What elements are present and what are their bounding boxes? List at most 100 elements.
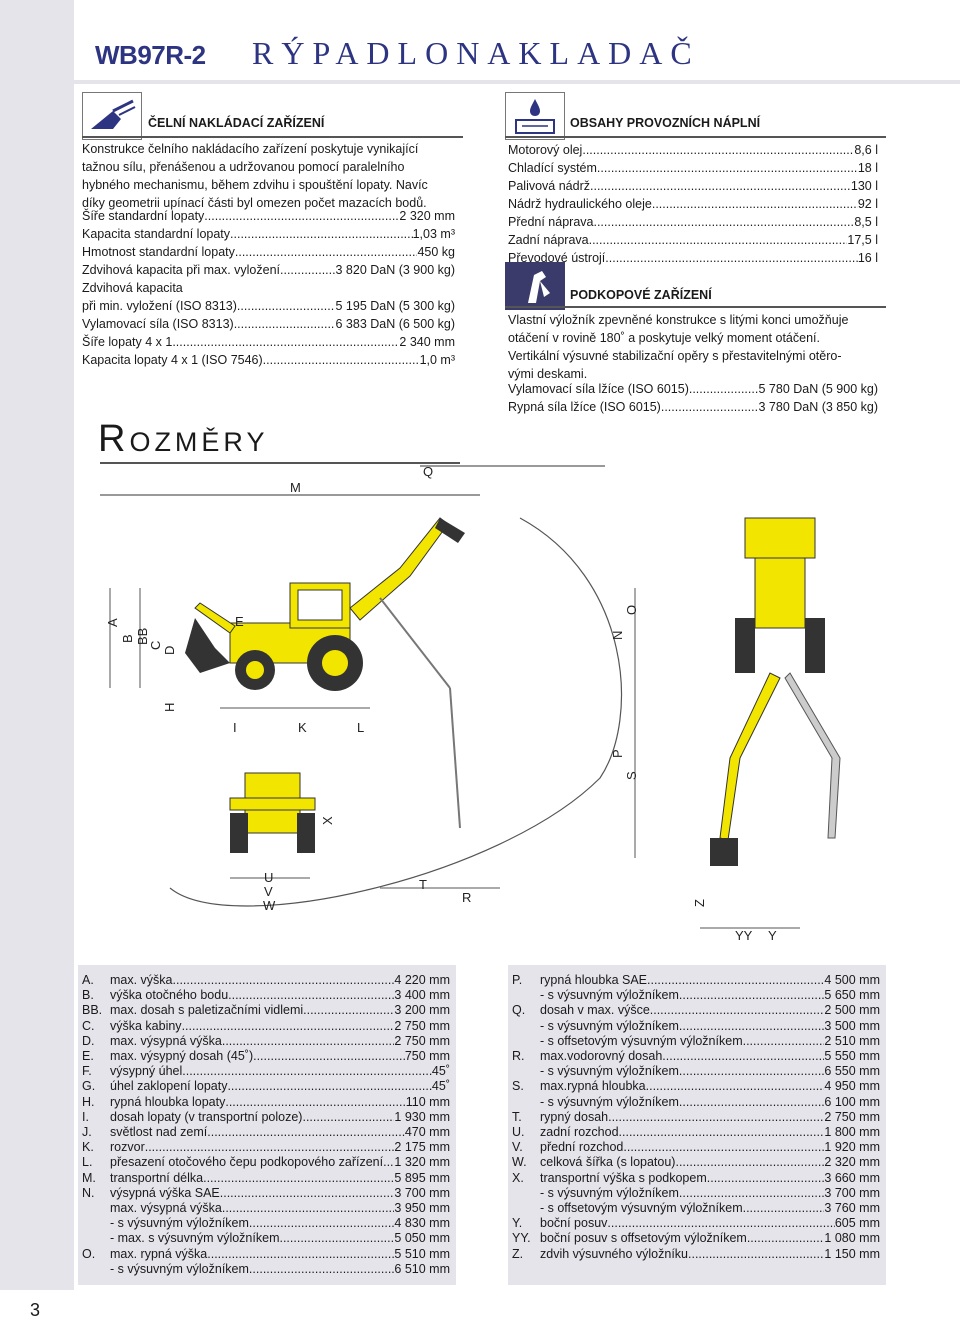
dim-row: D.max. výsypná výška2 750 mm — [82, 1034, 450, 1049]
diagram-label-y: Y — [768, 928, 777, 943]
diagram-label-k: K — [298, 720, 307, 735]
diagram-label-l: L — [357, 720, 365, 735]
fluids-rule — [505, 136, 886, 138]
dim-label: světlost nad zemí — [110, 1125, 208, 1140]
dim-value: 3 760 mm — [824, 1201, 880, 1216]
diagram-label-b: B — [120, 634, 135, 643]
backhoe-arm-icon — [505, 262, 565, 310]
spec-value: 5 780 DaN (5 900 kg) — [758, 382, 878, 396]
dim-label: výsypný úhel — [110, 1064, 183, 1079]
dim-row: Z.zdvih výsuvného výložníku1 150 mm — [512, 1247, 880, 1262]
dim-code: Q. — [512, 1003, 526, 1018]
dim-value: 5 895 mm — [394, 1170, 450, 1185]
dim-value: 605 mm — [834, 1216, 880, 1231]
dimensions-rule — [100, 462, 460, 464]
dim-label: zdvih výsuvného výložníku — [540, 1246, 688, 1261]
spec-label: při min. vyložení (ISO 8313) — [82, 299, 237, 313]
spec-row: Zadní náprava17,5 l — [508, 231, 878, 249]
dim-code — [82, 1262, 110, 1277]
dim-row: L.přesazení otočového čepu podkopového z… — [82, 1155, 450, 1170]
dim-label: výška otočného bodu — [110, 988, 229, 1003]
dim-label: rypná hloubka SAE — [540, 973, 648, 987]
backhoe-para-line: vými deskami. — [508, 367, 588, 381]
spec-row: Kapacita lopaty 4 x 1 (ISO 7546)1,0 m³ — [82, 351, 455, 369]
dim-row: A.max. výška4 220 mm — [82, 973, 450, 988]
spec-value: 130 l — [850, 179, 878, 193]
dim-value: 470 mm — [404, 1125, 450, 1140]
loader-heading: ČELNÍ NAKLÁDACÍ ZAŘÍZENÍ — [148, 116, 325, 130]
diagram-label-d: D — [162, 645, 177, 655]
dim-code: D. — [82, 1033, 95, 1048]
dim-row: E.max. výsypný dosah (45˚)750 mm — [82, 1049, 450, 1064]
backhoe-paragraph: Vlastní výložník zpevněné konstrukce s l… — [508, 311, 888, 383]
header-rule — [74, 80, 960, 84]
dim-label: dosah lopaty (v transportní poloze) — [110, 1109, 303, 1124]
dim-label: max. výsypná výška — [110, 1201, 222, 1216]
dim-value: 3 700 mm — [394, 1185, 450, 1200]
spec-row: Kapacita standardní lopaty1,03 m³ — [82, 225, 455, 243]
backhoe-para-line: otáčení v rovině 180˚ a poskytuje velký … — [508, 331, 820, 345]
spec-value: 1,03 m³ — [412, 227, 455, 241]
dim-label: - s výsuvným výložníkem — [110, 1261, 249, 1276]
spec-label: Nádrž hydraulického oleje — [508, 197, 652, 211]
dim-row: P.rypná hloubka SAE4 500 mm — [512, 973, 880, 988]
dim-row: J.světlost nad zemí470 mm — [82, 1125, 450, 1140]
dim-label: - s výsuvným výložníkem — [540, 1094, 679, 1109]
dim-row: BB.max. dosah s paletizačními vidlemi3 2… — [82, 1003, 450, 1018]
dim-label: max.vodorovný dosah — [540, 1049, 663, 1064]
dim-value: 45˚ — [431, 1079, 450, 1094]
dim-row: - s offsetovým výsuvným výložníkem 3 760 … — [512, 1201, 880, 1216]
spec-value: 18 l — [857, 161, 878, 175]
diagram-label-yy: YY — [735, 928, 753, 943]
dim-row: V.přední rozchod1 920 mm — [512, 1140, 880, 1155]
page-title: RÝPADLONAKLADAČ — [252, 35, 700, 71]
spec-row: Zdvihová kapacita při max. vyložení3 820… — [82, 261, 455, 279]
spec-value: 2 320 mm — [399, 209, 455, 223]
dim-code: S. — [512, 1079, 524, 1094]
dim-code: M. — [82, 1170, 96, 1185]
spec-row: Hmotnost standardní lopaty450 kg — [82, 243, 455, 261]
dim-value: 5 650 mm — [824, 988, 880, 1003]
spec-value: 8,5 l — [854, 215, 878, 229]
diagram-label-c: C — [148, 640, 163, 650]
diagram-label-q: Q — [423, 464, 434, 479]
dim-code: H. — [82, 1094, 95, 1109]
dim-row: - max. s výsuvným výložníkem5 050 mm — [82, 1231, 450, 1246]
dim-code — [512, 1201, 540, 1216]
dim-code: G. — [82, 1079, 96, 1094]
dim-value: 3 950 mm — [394, 1201, 450, 1216]
dim-label: - s offsetovým výsuvným výložníkem — [540, 1201, 743, 1216]
dim-value: 1 150 mm — [824, 1246, 880, 1261]
dimensions-left-list: A.max. výška4 220 mm B.výška otočného bo… — [82, 973, 450, 1277]
spec-row: Nádrž hydraulického oleje92 l — [508, 195, 878, 213]
dim-label: výška kabiny — [110, 1018, 182, 1033]
diagram-label-v: V — [264, 884, 273, 899]
backhoe-specs: Vylamovací síla lžíce (ISO 6015)5 780 Da… — [508, 380, 878, 416]
dim-value: 4 500 mm — [824, 973, 880, 987]
spec-label: Chladící systém — [508, 161, 597, 175]
dim-label: transportní délka — [110, 1170, 204, 1185]
dim-value: 2 510 mm — [824, 1033, 880, 1048]
dim-label: přesazení otočového čepu podkopového zař… — [110, 1155, 384, 1170]
dim-label: max. výsypný dosah (45˚) — [110, 1049, 254, 1064]
dim-row: U.zadní rozchod1 800 mm — [512, 1125, 880, 1140]
dim-value: 3 660 mm — [824, 1170, 880, 1185]
diagram-label-t: T — [419, 877, 427, 892]
dim-value: 3 700 mm — [824, 1185, 880, 1200]
dim-row: B.výška otočného bodu3 400 mm — [82, 988, 450, 1003]
dim-row: - s výsuvným výložníkem6 510 mm — [82, 1262, 450, 1277]
spec-label: Šíře standardní lopaty — [82, 209, 205, 223]
dim-value: 2 320 mm — [824, 1155, 880, 1170]
dim-code — [512, 1095, 540, 1110]
spec-row: Šíře standardní lopaty 2 320 mm — [82, 207, 455, 225]
dim-value: 5 550 mm — [824, 1049, 880, 1064]
front-view-machine — [229, 772, 316, 853]
dim-value: 6 550 mm — [824, 1064, 880, 1079]
spec-row: Zdvihová kapacita — [82, 279, 455, 297]
dim-row: Y.boční posuv605 mm — [512, 1216, 880, 1231]
dimensions-right-list: P.rypná hloubka SAE4 500 mm - s výsuvným… — [512, 973, 880, 1262]
dim-value: 1 320 mm — [394, 1155, 450, 1170]
spec-value: 16 l — [857, 251, 878, 265]
spec-value: 2 340 mm — [399, 335, 455, 349]
spec-label: Kapacita lopaty 4 x 1 (ISO 7546) — [82, 353, 263, 367]
